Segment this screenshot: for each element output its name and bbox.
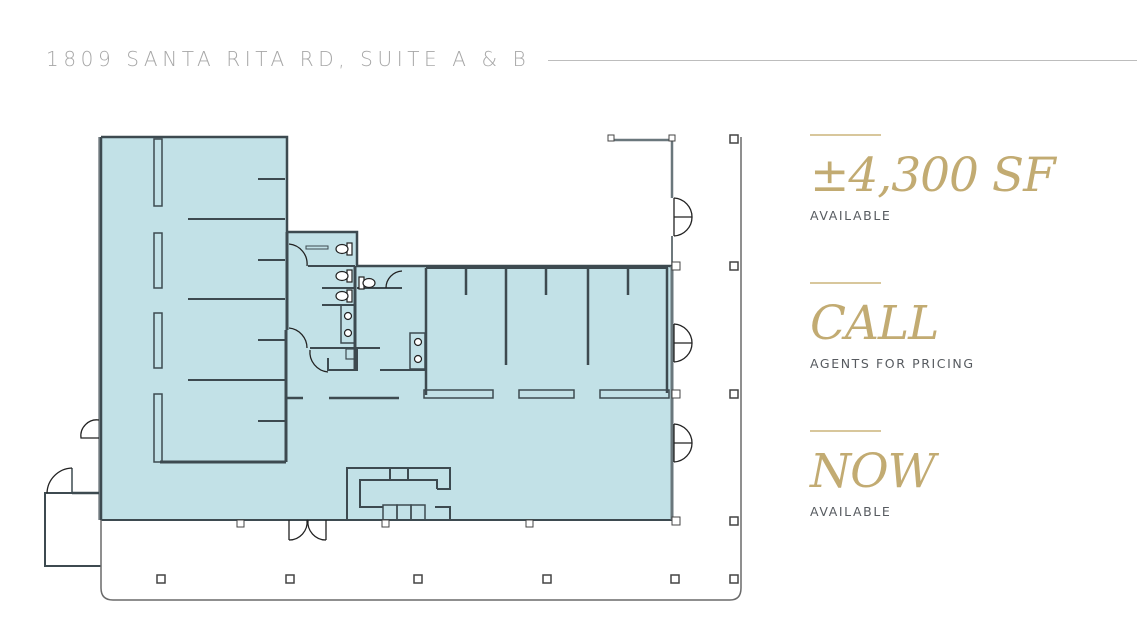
column-icon	[542, 574, 552, 584]
toilet-icon	[335, 289, 353, 303]
column-icon	[236, 519, 245, 528]
toilet-icons	[335, 242, 376, 303]
column-icon	[671, 516, 681, 526]
stat-divider	[810, 282, 881, 284]
stat-label: AVAILABLE	[810, 504, 892, 519]
column-icon	[671, 261, 681, 271]
suite-highlight-area	[101, 137, 672, 520]
column-icons	[156, 134, 739, 584]
stat-value: ±4,300 SF	[810, 148, 1056, 203]
column-icon	[671, 389, 681, 399]
column-icon	[381, 519, 390, 528]
column-icon	[729, 261, 739, 271]
urinal-icon	[305, 245, 329, 250]
floor-plan	[44, 134, 742, 601]
sink-icons	[343, 311, 423, 364]
column-icon	[156, 574, 166, 584]
column-icon	[729, 389, 739, 399]
stat-divider	[810, 134, 881, 136]
toilet-icon	[358, 276, 376, 290]
column-icon	[729, 134, 739, 144]
stat-pricing: CALL AGENTS FOR PRICING	[810, 282, 1130, 430]
stat-label: AGENTS FOR PRICING	[810, 356, 975, 371]
column-icon	[525, 519, 534, 528]
header-divider	[548, 59, 1137, 61]
column-icon	[729, 516, 739, 526]
sink-icon	[413, 337, 423, 347]
column-icon	[285, 574, 295, 584]
column-icon	[413, 574, 423, 584]
page-header: 1809 SANTA RITA RD, SUITE A & B	[46, 44, 1137, 74]
column-icon	[607, 134, 615, 142]
stat-value: NOW	[810, 444, 936, 499]
sink-icon	[343, 328, 353, 338]
sink-icon	[343, 311, 353, 321]
property-stats: ±4,300 SF AVAILABLE CALL AGENTS FOR PRIC…	[810, 134, 1130, 578]
door-swing-icons	[46, 197, 693, 541]
column-icon	[668, 134, 676, 142]
stat-label: AVAILABLE	[810, 208, 892, 223]
column-icon	[670, 574, 680, 584]
toilet-icon	[335, 269, 353, 283]
stat-value: CALL	[810, 296, 939, 351]
sink-icon	[413, 354, 423, 364]
property-address-title: 1809 SANTA RITA RD, SUITE A & B	[46, 47, 531, 71]
column-icon	[729, 574, 739, 584]
stat-divider	[810, 430, 881, 432]
stat-square-footage: ±4,300 SF AVAILABLE	[810, 134, 1130, 282]
toilet-icon	[335, 242, 353, 256]
stat-availability: NOW AVAILABLE	[810, 430, 1130, 578]
